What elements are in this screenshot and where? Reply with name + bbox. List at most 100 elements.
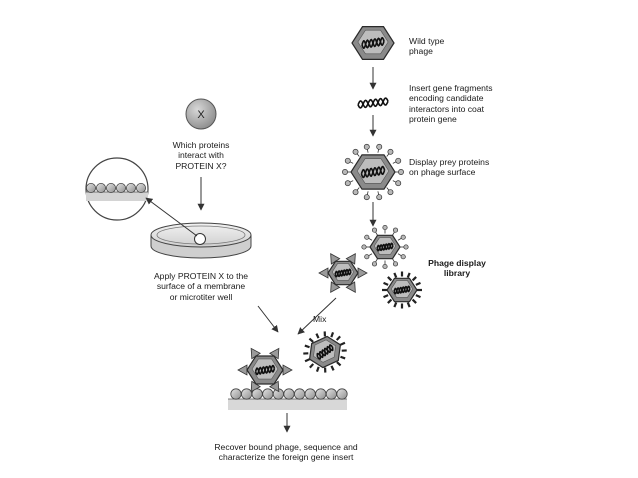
library-phage-icon (382, 271, 422, 309)
library-line: Phage display (428, 258, 486, 268)
prey-protein (323, 331, 327, 337)
coat-spike (357, 267, 368, 279)
prey-protein (364, 234, 370, 240)
coat-spike (282, 364, 293, 376)
prey-protein (352, 189, 359, 196)
prey-protein (340, 355, 346, 360)
dna-helix-icon (316, 344, 334, 360)
library-phage-icon (318, 253, 368, 293)
arrow-to-inset (145, 197, 198, 237)
prey-protein (315, 333, 320, 339)
dna-helix-icon (393, 285, 411, 295)
dna-helix-icon (254, 364, 276, 376)
prey-protein (411, 298, 417, 304)
apply-label: Apply PROTEIN X to the surface of a memb… (128, 271, 274, 302)
prey-protein (383, 281, 389, 286)
arrow-library-to-mix (297, 297, 337, 335)
prey-protein (382, 263, 388, 270)
protein-x-bead (86, 182, 97, 193)
prey-protein (315, 366, 320, 372)
prey-protein (308, 337, 314, 343)
insert-line: encoding candidate (409, 93, 484, 104)
bound-phage-icon (237, 347, 293, 393)
protein-x-bead (283, 388, 295, 400)
prey-protein (336, 361, 342, 367)
wild-type-phage (351, 26, 395, 60)
display-line: on phage surface (409, 167, 476, 178)
prey-protein (323, 367, 327, 373)
petri-dish (150, 222, 252, 259)
prey-protein (363, 194, 370, 201)
prey-protein (344, 157, 351, 164)
prey-protein (363, 143, 370, 150)
prey-protein (406, 272, 411, 278)
prey-protein (406, 302, 411, 308)
prey-protein (395, 157, 402, 164)
protein-x-bead (106, 182, 117, 193)
prey-protein (387, 189, 394, 196)
dna-helix-icon (361, 36, 385, 50)
coat-spike (318, 267, 329, 279)
wild-type-label: Wild type phage (409, 36, 444, 57)
prey-protein (309, 363, 315, 369)
dna-helix-icon (360, 165, 386, 179)
dna-helix-icon (334, 268, 352, 278)
prey-protein (393, 272, 398, 278)
library-label: Phage display library (422, 258, 492, 279)
wild-type-phage-icon (351, 26, 395, 60)
prey-protein (342, 169, 348, 175)
prey-protein (364, 254, 370, 260)
protein-x-bead (116, 182, 127, 193)
display-line: Display prey proteins (409, 157, 490, 167)
dna-helix-icon (376, 242, 394, 252)
protein-x-circle: X (185, 98, 217, 130)
bound-phage (237, 347, 293, 393)
apply-line: or microtiter well (169, 291, 233, 302)
prey-protein (361, 244, 367, 250)
prey-protein (387, 148, 394, 155)
question-label: Which proteins interact with PROTEIN X? (150, 140, 252, 171)
protein-x-bead (96, 182, 107, 193)
question-line: PROTEIN X? (175, 160, 227, 171)
prey-protein (352, 148, 359, 155)
membrane-surface (228, 388, 348, 410)
gene-fragment-dna (357, 97, 389, 109)
prey-protein (403, 244, 409, 250)
surface-protein-x-beads (230, 388, 348, 400)
insert-line: protein gene (409, 114, 457, 125)
display-label: Display prey proteins on phage surface (409, 157, 489, 178)
protein-x-bead (325, 388, 337, 400)
prey-protein (395, 180, 402, 187)
prey-protein (344, 180, 351, 187)
prey-protein (304, 344, 310, 349)
prey-protein (415, 294, 421, 299)
coat-spike (237, 364, 248, 376)
protein-x-symbol: X (197, 109, 205, 121)
wild-type-line: Wild type (409, 36, 445, 46)
prey-protein (382, 224, 388, 231)
prey-protein (304, 358, 311, 363)
protein-x-bead (135, 182, 146, 193)
prey-protein (335, 335, 341, 341)
library-phage-icon (361, 224, 409, 270)
prey-protein (400, 234, 406, 240)
prey-protein (387, 298, 393, 304)
protein-x-bead (336, 388, 348, 400)
display-phage-icon (342, 143, 404, 201)
protein-x-bead (241, 388, 253, 400)
prey-protein (376, 143, 383, 150)
dna-helix-icon (357, 97, 389, 109)
apply-line: surface of a membrane (156, 281, 246, 292)
prey-protein (330, 332, 335, 338)
magnified-membrane-inset (85, 157, 149, 221)
unbound-phage-icon (303, 331, 347, 373)
arrow-apply-to-mix (257, 305, 279, 333)
prey-protein (371, 261, 378, 267)
recover-label: Recover bound phage, sequence and charac… (186, 442, 386, 463)
prey-protein (387, 276, 393, 282)
prey-protein (392, 261, 399, 267)
insert-label: Insert gene fragments encoding candidate… (409, 83, 493, 125)
insert-line: Insert gene fragments (409, 83, 493, 93)
library-line: library (443, 268, 471, 279)
